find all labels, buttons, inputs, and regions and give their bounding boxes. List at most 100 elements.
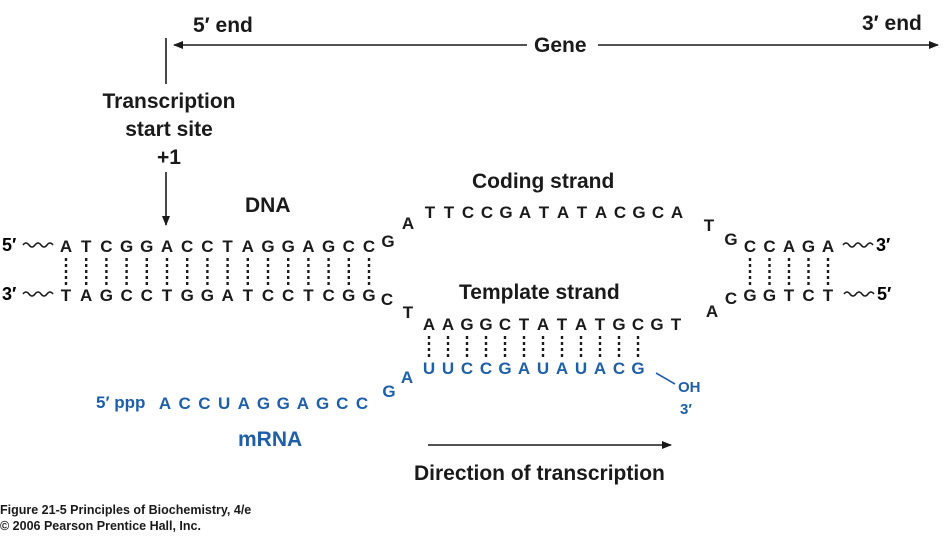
base-bottom-left: C (120, 286, 132, 305)
base-template-strand: T (595, 315, 606, 334)
direction-of-transcription-label: Direction of transcription (414, 462, 665, 485)
base-template-strand: T (519, 315, 530, 334)
base-coding-strand: A (595, 203, 607, 222)
base-bottom-left: C (141, 286, 153, 305)
base-template-strand: C (381, 290, 393, 309)
mrna-base: G (498, 359, 511, 378)
mrna-base: U (423, 359, 435, 378)
mrna-base: C (613, 359, 625, 378)
base-bottom-left: C (262, 286, 274, 305)
base-bottom-left: A (221, 286, 233, 305)
mrna-base: G (631, 359, 644, 378)
base-bottom-left: T (243, 286, 254, 305)
dna-label: DNA (245, 194, 291, 217)
base-top-left: C (100, 237, 112, 256)
base-template-strand: G (460, 315, 473, 334)
bottom-left-3prime: 3′ (2, 284, 16, 304)
squiggle-bottom-left (22, 291, 54, 297)
base-bottom-left: G (342, 286, 355, 305)
squiggle-bottom-right (843, 291, 875, 297)
mrna-base: A (238, 394, 250, 413)
base-top-left: G (282, 237, 295, 256)
base-coding-strand: G (632, 203, 645, 222)
base-top-left: C (363, 237, 375, 256)
mrna-oh: OH (678, 379, 701, 396)
base-bottom-left: G (100, 286, 113, 305)
base-template-strand: G (612, 315, 625, 334)
mrna-base: C (336, 394, 348, 413)
base-top-right: A (783, 237, 795, 256)
base-template-strand: A (423, 315, 435, 334)
base-template-strand: C (632, 315, 644, 334)
five-prime-end-label: 5′ end (193, 14, 253, 37)
mrna-base: G (277, 394, 290, 413)
base-top-right: G (802, 237, 815, 256)
base-pair-dashes (64, 258, 830, 360)
base-template-strand: A (442, 315, 454, 334)
base-template-strand: G (479, 315, 492, 334)
base-top-left: T (222, 237, 233, 256)
mrna-3prime: 3′ (680, 401, 692, 418)
base-top-left: A (60, 237, 72, 256)
start-site-line-1: Transcription (102, 90, 236, 113)
transcription-start-site-label: Transcription start site +1 (88, 88, 250, 172)
mrna-base: G (382, 382, 395, 401)
base-coding-strand: T (704, 216, 715, 235)
base-coding-strand: G (499, 203, 512, 222)
base-template-strand: T (403, 303, 414, 322)
mrna-5prime-ppp: 5′ ppp (96, 393, 145, 412)
base-coding-strand: C (614, 203, 626, 222)
mrna-base: A (556, 359, 568, 378)
base-top-right: C (744, 237, 756, 256)
base-top-right: C (763, 237, 775, 256)
base-top-left: A (302, 237, 314, 256)
mrna-base: A (518, 359, 530, 378)
base-template-strand: T (557, 315, 568, 334)
mrna-base: A (594, 359, 606, 378)
mrna-base: A (401, 368, 413, 387)
base-coding-strand: C (652, 203, 664, 222)
gene-label: Gene (534, 34, 587, 57)
base-top-right: A (822, 237, 834, 256)
base-top-left: G (261, 237, 274, 256)
mrna-base: C (461, 359, 473, 378)
base-coding-strand: C (462, 203, 474, 222)
mrna-base: G (257, 394, 270, 413)
base-bottom-right: C (802, 286, 814, 305)
base-template-strand: G (650, 315, 663, 334)
base-coding-strand: T (577, 203, 588, 222)
base-top-left: C (343, 237, 355, 256)
start-site-line-2: start site (125, 118, 213, 141)
base-bottom-right: G (743, 286, 756, 305)
base-bottom-right: T (823, 286, 834, 305)
squiggle-top-right (842, 242, 874, 248)
mrna-base: A (159, 394, 171, 413)
coding-strand-label: Coding strand (472, 170, 615, 193)
base-coding-strand: T (539, 203, 550, 222)
base-bottom-left: G (201, 286, 214, 305)
template-strand-label: Template strand (459, 281, 620, 304)
base-top-left: C (181, 237, 193, 256)
base-coding-strand: C (481, 203, 493, 222)
base-bottom-left: A (80, 286, 92, 305)
base-bottom-right: G (763, 286, 776, 305)
base-coding-strand: G (724, 230, 737, 249)
mrna-base: U (537, 359, 549, 378)
base-bottom-left: C (282, 286, 294, 305)
mrna-base: C (356, 394, 368, 413)
mrna-base: U (575, 359, 587, 378)
squiggle-top-left (22, 242, 54, 248)
base-top-left: G (120, 237, 133, 256)
base-template-strand: A (706, 302, 718, 321)
base-bottom-left: T (61, 286, 72, 305)
mrna-base: G (316, 394, 329, 413)
base-bottom-left: G (362, 286, 375, 305)
mrna-base: C (179, 394, 191, 413)
base-coding-strand: A (557, 203, 569, 222)
base-top-left: T (81, 237, 92, 256)
top-right-3prime: 3′ (876, 235, 890, 255)
base-bottom-left: C (322, 286, 334, 305)
